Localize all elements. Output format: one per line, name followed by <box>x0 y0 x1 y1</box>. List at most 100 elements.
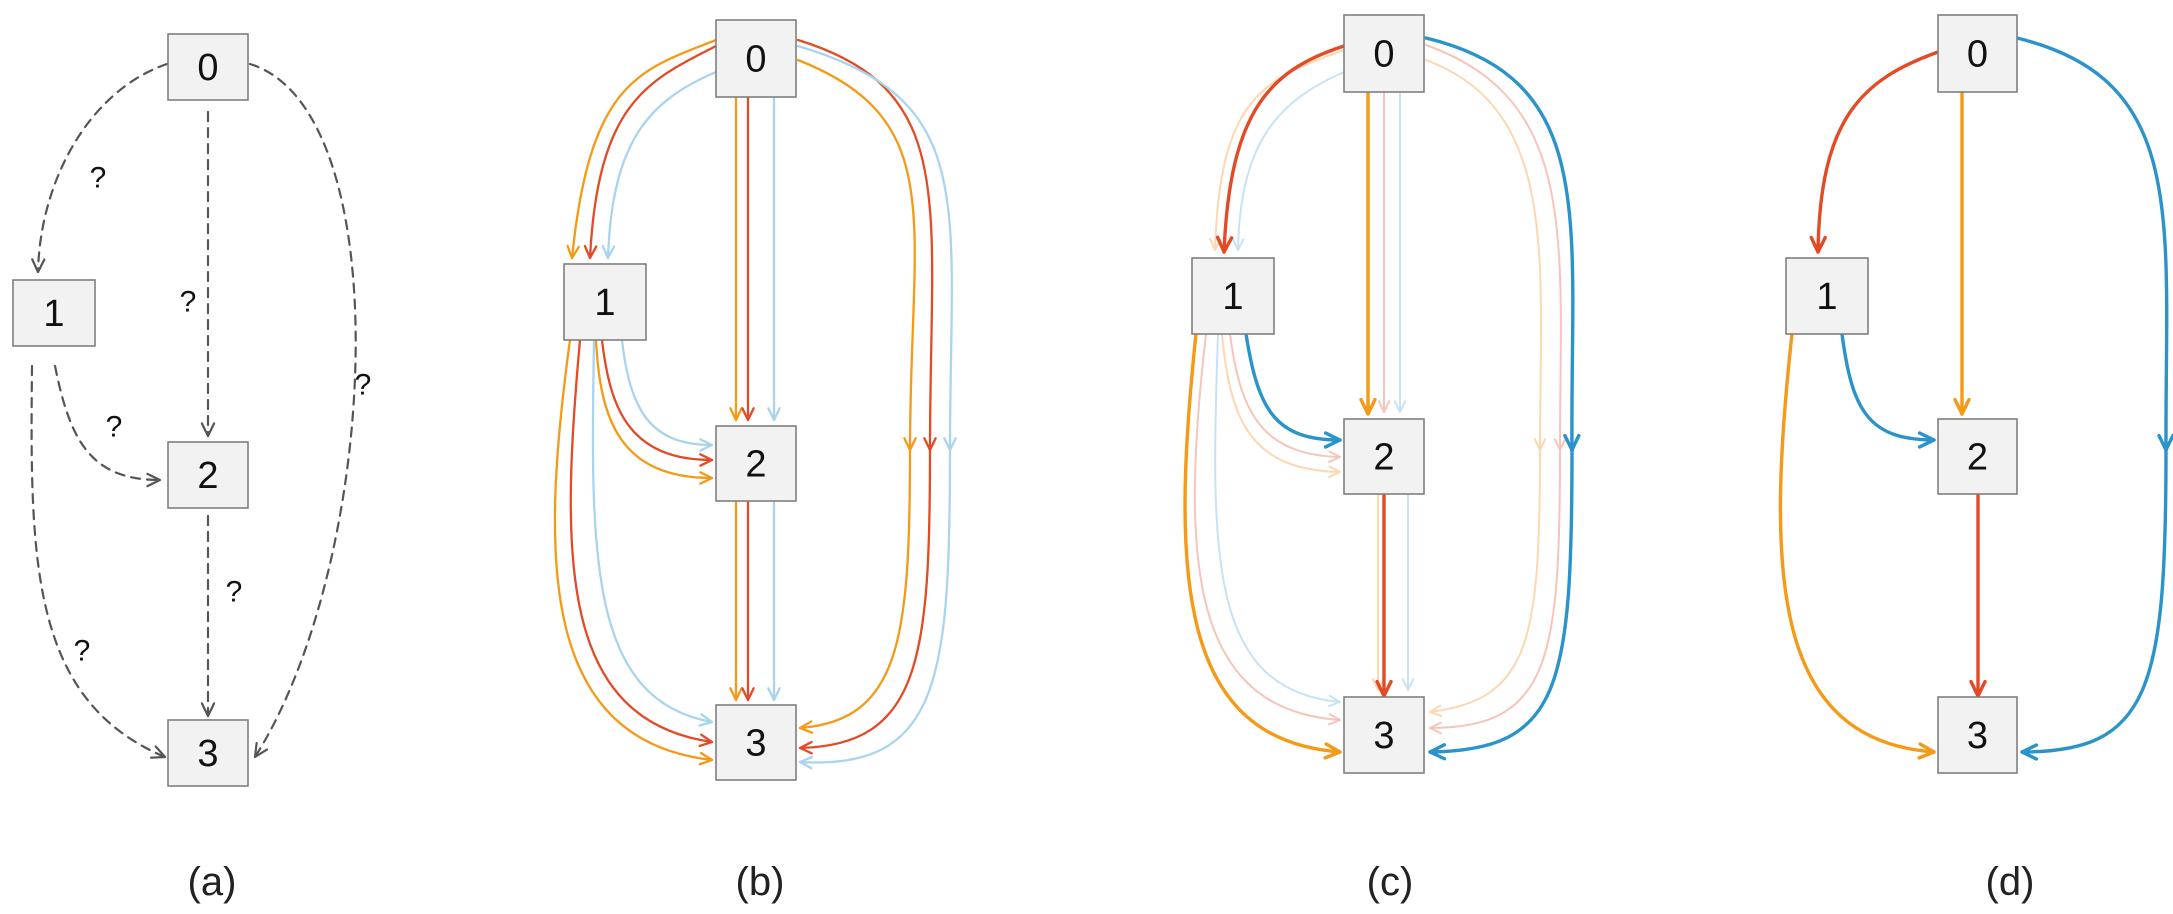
edge-0-1-arrowhead <box>31 258 46 274</box>
edge-0-1 <box>1222 44 1346 254</box>
edge-1-3 <box>1778 332 1936 754</box>
edge-0-3-faint-red-b-arrowhead <box>1429 721 1442 735</box>
edge-2-3-faint-orange-arrowhead <box>1371 678 1385 691</box>
edge-label-0-2: ? <box>180 286 197 319</box>
node-box <box>1191 257 1275 335</box>
edge-0-3-faint-orange-b-arrowhead <box>1429 704 1443 717</box>
node-3: 3 <box>715 704 797 781</box>
edge-1-2-1-arrowhead <box>699 453 714 467</box>
edge-1-3 <box>1183 332 1342 754</box>
edge-0-3-faint-orange-a <box>1425 59 1543 451</box>
edge-0-1-0-arrowhead <box>566 244 580 260</box>
edge-1-2-0 <box>594 338 714 480</box>
node-label: 1 <box>1816 276 1837 318</box>
node-label: 3 <box>1373 715 1394 757</box>
edge-1-3-faint-blue-arrowhead <box>1327 694 1341 708</box>
node-box <box>1343 696 1425 774</box>
edge-label-0-1: ? <box>90 162 107 195</box>
edge-2-3-arrowhead <box>1969 679 1987 698</box>
edge-0-1 <box>1816 50 1940 254</box>
edge-0-3-faint-orange-b <box>1429 449 1541 713</box>
node-box <box>1937 418 2018 495</box>
edge-2-3-arrowhead <box>1375 679 1393 698</box>
panel-a-edges <box>30 62 357 759</box>
edge-0-3-2b-arrowhead <box>798 755 814 770</box>
edge-0-3 <box>248 62 357 759</box>
panel-c-nodes: 0 1 2 3 <box>1191 14 1425 774</box>
edge-0-3-1b-arrowhead <box>798 740 813 755</box>
edge-0-3-a <box>1424 36 1575 452</box>
node-box <box>715 19 797 98</box>
edge-0-1-1-arrowhead <box>583 244 598 260</box>
node-label: 0 <box>197 47 218 89</box>
panel-a-edge-labels: ? ? ? ? ? ? <box>74 162 372 668</box>
edge-0-2-arrowhead <box>1359 397 1377 416</box>
panel-captions: (a) (b) (c) (d) <box>188 860 2035 904</box>
edge-0-3-2b <box>798 448 952 764</box>
edge-label-0-3: ? <box>355 369 372 402</box>
node-2: 2 <box>1343 418 1425 495</box>
edge-1-2-arrowhead <box>1917 431 1936 449</box>
node-label: 3 <box>197 733 218 775</box>
edge-1-3-1 <box>569 338 714 744</box>
node-1: 1 <box>1191 257 1275 335</box>
node-label: 1 <box>594 282 615 324</box>
node-label: 0 <box>1373 34 1394 76</box>
edge-0-1-arrowhead <box>1809 235 1827 254</box>
node-box <box>1937 696 2018 774</box>
edge-0-2-2-arrowhead <box>767 407 781 422</box>
edge-1-2-2 <box>620 338 714 447</box>
edge-1-2-0-arrowhead <box>699 471 714 485</box>
edge-2-3-0-arrowhead <box>729 687 743 702</box>
edge-0-1-faint-orange <box>1214 49 1345 251</box>
node-label: 1 <box>43 293 64 335</box>
edge-0-1-arrowhead <box>1215 235 1234 254</box>
edge-0-1-faint-blue-arrowhead <box>1231 238 1245 251</box>
node-3: 3 <box>1343 696 1425 774</box>
node-label: 2 <box>745 444 766 486</box>
edge-1-3-2-arrowhead <box>698 713 714 727</box>
edge-0-2-arrowhead <box>200 422 216 438</box>
edge-0-2-faint-blue-arrowhead <box>1393 400 1407 413</box>
node-box <box>1937 14 2018 93</box>
edge-0-3-0b-arrowhead <box>798 720 814 734</box>
edge-1-2 <box>1840 332 1936 442</box>
edge-0-3-faint-red-b <box>1429 449 1561 729</box>
edge-0-3-faint-red-a <box>1425 44 1562 451</box>
panel-caption-d: (d) <box>1986 860 2035 904</box>
edge-1-2-2-arrowhead <box>699 438 714 452</box>
edge-1-2-faint-orange <box>1221 333 1341 473</box>
edge-1-3-2 <box>591 338 714 724</box>
node-0: 0 <box>167 33 249 101</box>
edge-0-2-0-arrowhead <box>729 407 743 422</box>
node-label: 3 <box>1967 715 1988 757</box>
node-3: 3 <box>1937 696 2018 774</box>
panel-caption-a: (a) <box>188 860 237 904</box>
edge-1-3-arrowhead <box>1917 742 1936 760</box>
edge-0-1-2 <box>606 70 718 260</box>
edge-1-3-faint-blue <box>1214 333 1341 703</box>
node-2: 2 <box>167 441 249 509</box>
edge-0-3-0b <box>798 448 912 730</box>
node-box <box>715 425 797 502</box>
node-box <box>715 704 797 781</box>
node-box <box>563 263 647 341</box>
edge-0-3-arrowhead <box>253 741 268 759</box>
edge-1-2-faint-red <box>1229 333 1341 458</box>
edge-1-3-faint-red <box>1193 333 1341 721</box>
node-label: 1 <box>1222 276 1243 318</box>
edge-2-3-faint-blue-arrowhead <box>1401 678 1415 691</box>
edge-0-3-a <box>2015 36 2169 452</box>
node-label: 2 <box>197 455 218 497</box>
edge-layer <box>30 36 2173 770</box>
edge-label-2-3: ? <box>226 576 243 609</box>
node-label: 2 <box>1967 437 1988 479</box>
node-0: 0 <box>1343 14 1425 93</box>
edge-2-3-arrowhead <box>200 702 216 718</box>
node-1: 1 <box>1785 257 1869 335</box>
node-box <box>1343 14 1425 93</box>
